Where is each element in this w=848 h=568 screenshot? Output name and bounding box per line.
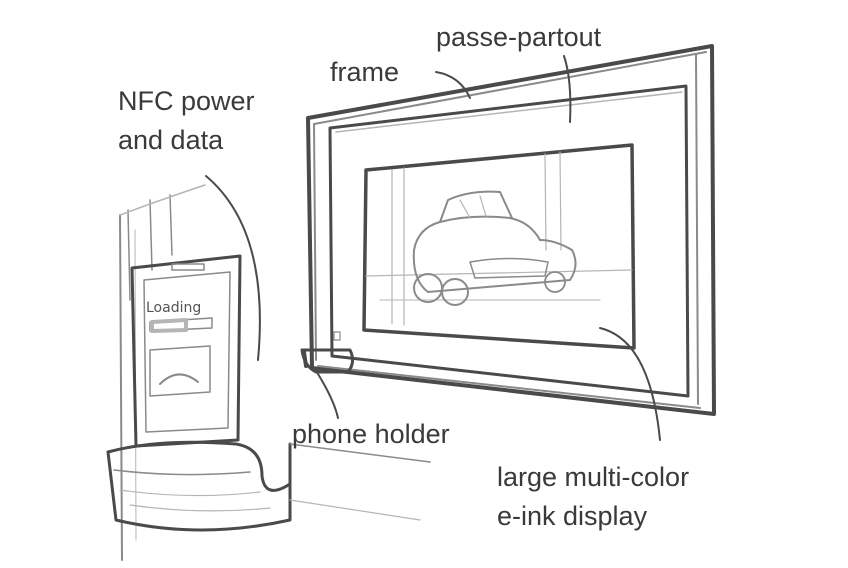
leader-frame bbox=[435, 71, 471, 99]
phone-loading-text: Loading bbox=[146, 300, 201, 316]
leader-nfc bbox=[205, 175, 261, 361]
label-nfc-line1: NFC power bbox=[118, 86, 255, 116]
leader-phone-holder bbox=[317, 373, 339, 419]
picture-frame bbox=[306, 44, 716, 416]
passe-partout-mat bbox=[328, 84, 690, 398]
wall-edge-strokes bbox=[119, 184, 206, 561]
phone-device bbox=[130, 254, 242, 448]
label-display-line1: large multi-color bbox=[497, 462, 690, 492]
label-phone-holder: phone holder bbox=[292, 419, 450, 449]
frame-phone-holder bbox=[300, 331, 355, 374]
phone-stand-base bbox=[106, 440, 431, 532]
car-image bbox=[412, 190, 577, 306]
label-passe-partout: passe-partout bbox=[436, 22, 602, 52]
label-nfc-line2: and data bbox=[118, 125, 224, 155]
leader-display bbox=[599, 327, 661, 441]
leader-passe-partout bbox=[563, 55, 572, 123]
annotation-leader-lines bbox=[205, 55, 661, 441]
label-frame: frame bbox=[330, 57, 400, 87]
label-display-line2: e-ink display bbox=[497, 501, 648, 531]
eink-display bbox=[362, 143, 636, 350]
